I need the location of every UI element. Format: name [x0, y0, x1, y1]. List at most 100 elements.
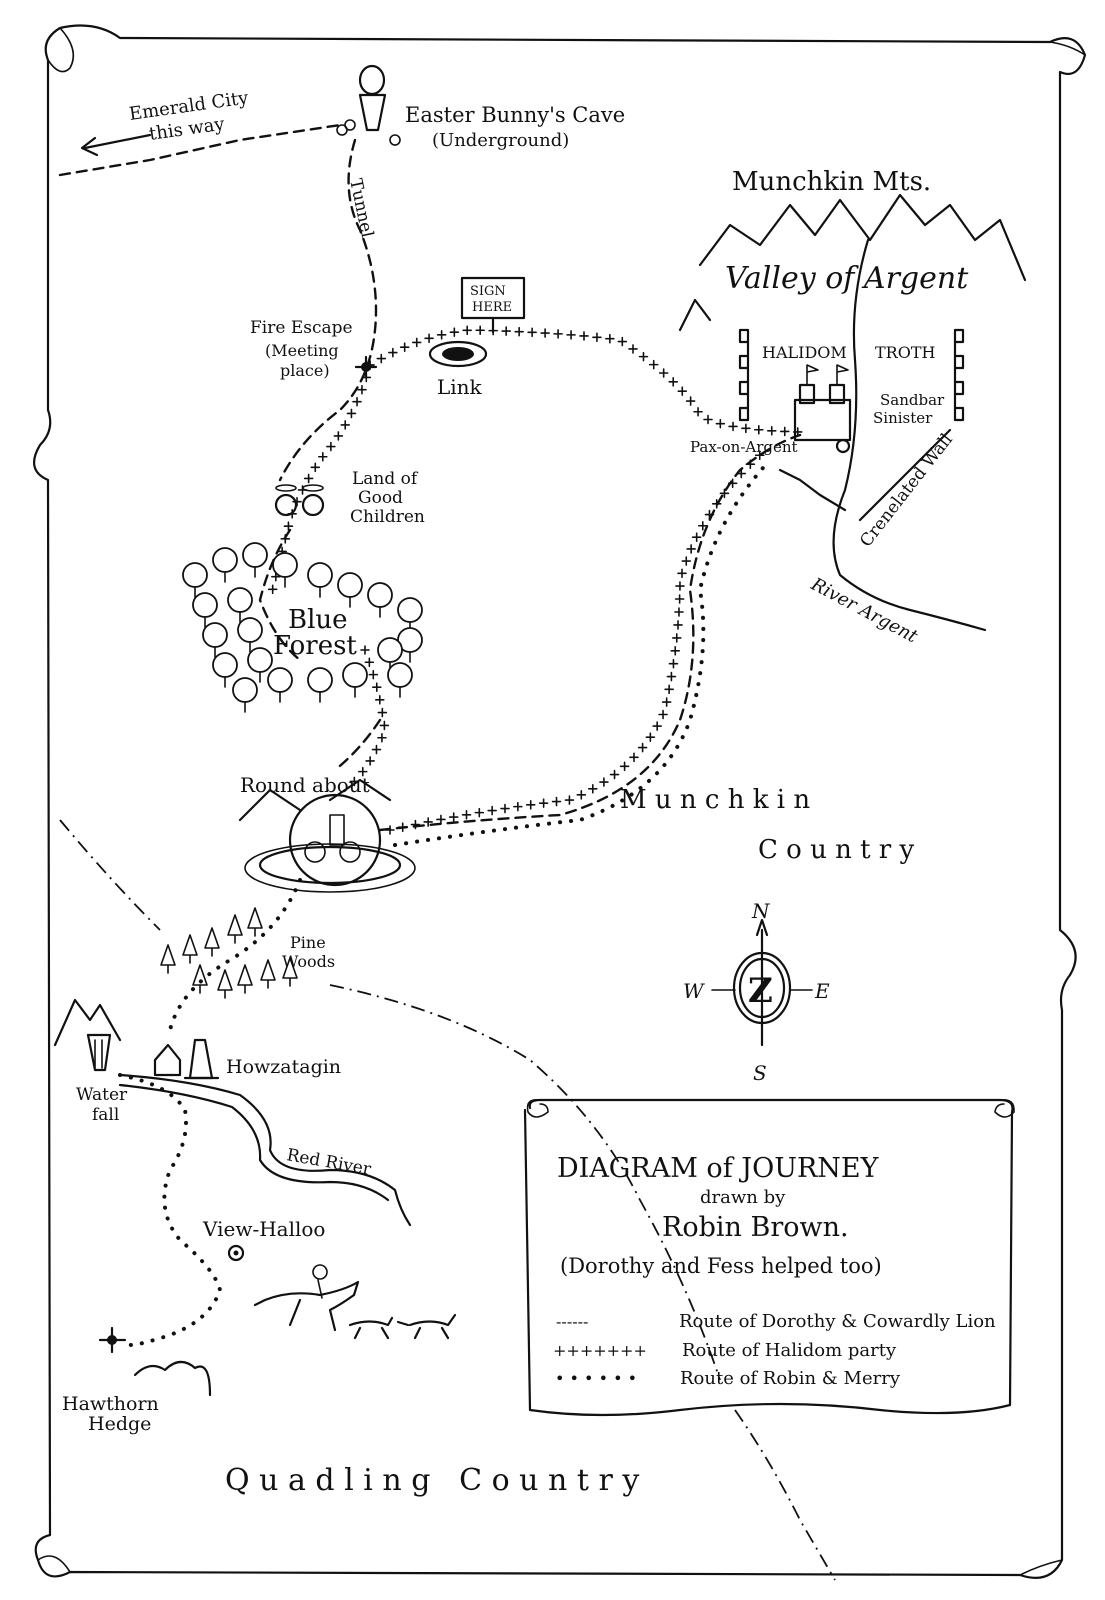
route-cross-mark: [333, 431, 344, 441]
route-cross-mark: [638, 351, 649, 362]
pine-woods-trees: [160, 907, 298, 999]
route-cross-mark: [513, 801, 523, 812]
forest-tree: [307, 562, 333, 588]
route-cross-mark: [691, 532, 702, 543]
route-cross-mark: [376, 353, 387, 364]
route-cross-mark: [648, 359, 659, 370]
route-cross-mark: [671, 633, 682, 643]
route-cross-mark: [487, 805, 497, 816]
compass-center: Z: [748, 971, 773, 1011]
route-cross-mark: [461, 810, 472, 820]
route-cross-mark: [728, 421, 738, 432]
label-sign-2: HERE: [472, 300, 512, 315]
route-cross-mark: [377, 732, 387, 743]
label-red-river: Red River: [285, 1145, 373, 1180]
route-cross-mark: [326, 441, 336, 452]
route-cross-mark: [551, 796, 562, 807]
label-quadling-country: Q u a d l i n g C o u n t r y: [225, 1463, 639, 1498]
forest-tree: [202, 622, 228, 648]
route-cross-mark: [377, 707, 388, 718]
pine-tree: [227, 914, 243, 944]
route-cross-mark: [462, 325, 472, 336]
forest-tree: [192, 592, 218, 618]
label-sandbar-1: Sandbar: [880, 391, 945, 409]
pine-tree: [237, 964, 253, 994]
route-cross-mark: [368, 669, 379, 680]
route-cross-mark: [397, 822, 408, 833]
route-cross-mark: [686, 544, 696, 554]
label-hawthorn-2: Hedge: [88, 1413, 151, 1435]
route-cross-mark: [475, 325, 485, 336]
route-cross-mark: [436, 814, 446, 825]
pine-tree: [160, 944, 176, 974]
route-cross-mark: [566, 330, 576, 340]
label-good-children-1: Land of: [352, 469, 419, 489]
route-cross-mark: [317, 451, 328, 462]
label-pax-on-argent: Pax-on-Argent: [690, 438, 798, 456]
label-view-halloo: View-Halloo: [202, 1217, 325, 1241]
route-cross-mark: [715, 418, 726, 429]
forest-tree: [387, 662, 413, 688]
route-cross-mark: [423, 817, 433, 827]
route-cross-mark: [388, 347, 398, 358]
route-cross-mark: [668, 377, 679, 387]
pine-tree: [204, 927, 220, 957]
route-cross-mark: [514, 326, 524, 337]
label-hawthorn-1: Hawthorn: [62, 1393, 159, 1415]
route-cross-mark: [538, 798, 549, 808]
route-cross-mark: [658, 709, 668, 720]
route-cross-mark: [474, 807, 485, 818]
legend-route-2-label: Route of Halidom party: [682, 1340, 897, 1361]
hawthorn-hedge-icon: [98, 1326, 212, 1397]
route-cross-mark: [592, 332, 602, 343]
label-blue-forest-1: Blue: [288, 605, 348, 635]
route-cross-mark: [628, 344, 638, 354]
fox-hunt-icon: [253, 1264, 457, 1340]
route-cross-mark: [605, 333, 615, 344]
route-cross-mark: [501, 326, 511, 336]
label-pine-woods-2: Woods: [282, 952, 335, 971]
sign-here-icon: [460, 276, 526, 334]
country-boundaries: [59, 819, 836, 1581]
route-cross-mark: [693, 406, 703, 417]
route-halidom-party: [267, 325, 803, 835]
route-cross-mark: [675, 581, 685, 591]
label-waterfall-2: fall: [92, 1105, 119, 1125]
easter-basket-icon: [336, 64, 401, 146]
pine-tree: [282, 957, 298, 987]
route-cross-mark: [553, 329, 563, 339]
route-cross-mark: [704, 509, 715, 520]
route-cross-mark: [357, 766, 368, 777]
route-cross-mark: [371, 744, 382, 755]
forest-tree: [342, 662, 368, 688]
route-cross-mark: [677, 386, 688, 396]
route-cross-mark: [673, 620, 683, 630]
forest-tree: [397, 597, 423, 623]
label-fire-escape-2: (Meeting: [265, 341, 339, 360]
route-cross-mark: [411, 337, 422, 348]
label-fire-escape-3: place): [280, 361, 330, 380]
compass-south: S: [753, 1061, 767, 1085]
pine-tree: [260, 959, 276, 989]
route-dorothy-lion: [58, 123, 802, 832]
route-cross-mark: [587, 783, 598, 794]
legend-route-2-symbol: +++++++: [553, 1341, 647, 1360]
forest-tree: [337, 572, 363, 598]
route-cross-mark: [668, 658, 679, 669]
forest-tree: [242, 542, 268, 568]
route-cross-mark: [711, 498, 722, 509]
blue-forest-trees: [182, 542, 423, 713]
route-cross-mark: [681, 556, 692, 566]
route-cross-mark: [280, 534, 291, 544]
forest-tree: [247, 647, 273, 673]
castle-icon: [793, 364, 852, 442]
legend-route-1-symbol: ------: [556, 1312, 588, 1331]
forest-tree: [232, 677, 258, 703]
route-cross-mark: [379, 720, 390, 731]
route-cross-mark: [703, 414, 713, 425]
pine-tree: [217, 969, 233, 999]
route-cross-mark: [736, 468, 747, 479]
forest-tree: [212, 547, 238, 573]
label-easter-bunny-1: Easter Bunny's Cave: [405, 103, 625, 127]
